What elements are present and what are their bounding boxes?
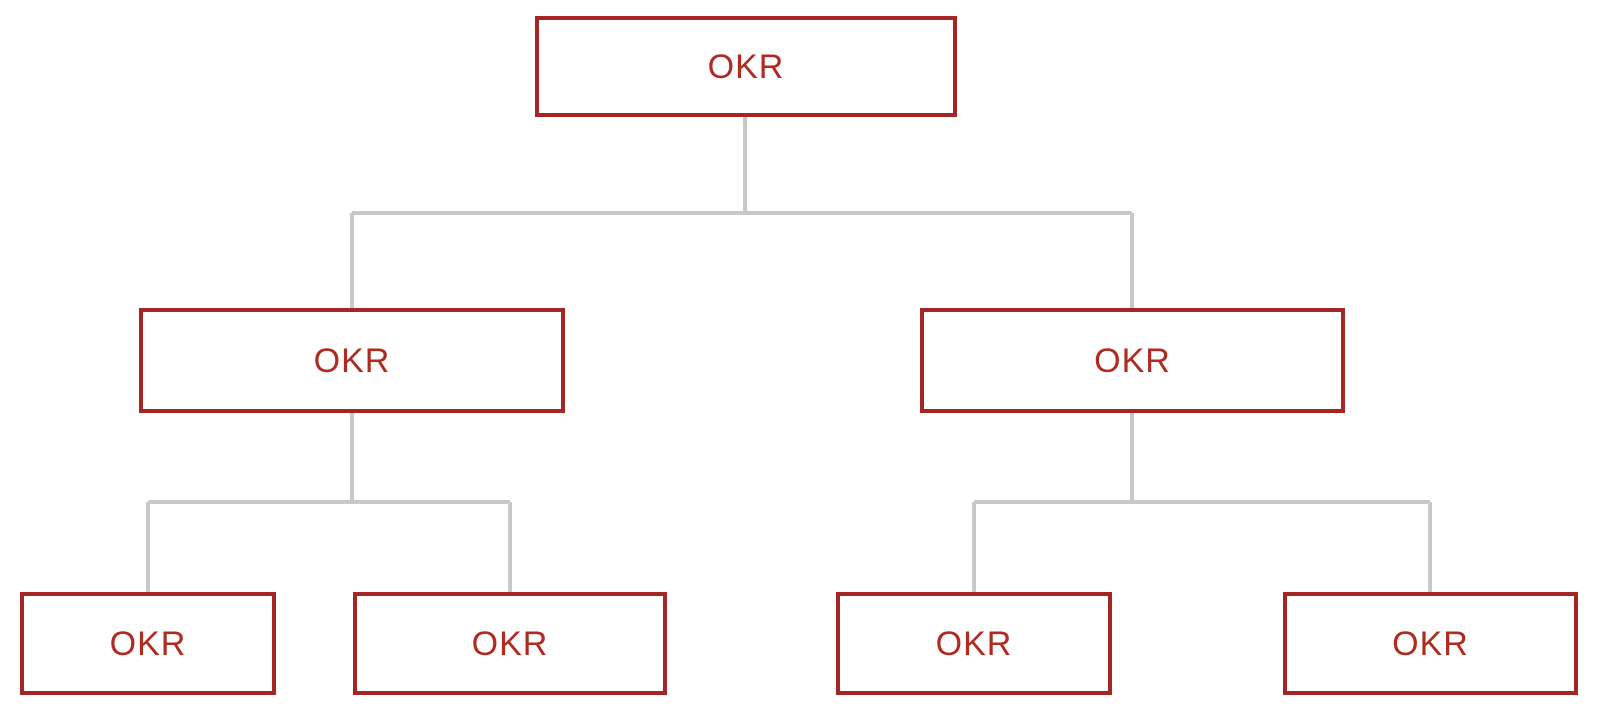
okr-node-branch-right-label: OKR	[1094, 341, 1171, 380]
okr-node-leaf-2-label: OKR	[471, 624, 549, 663]
okr-node-root: OKR	[535, 16, 957, 117]
okr-node-branch-left-label: OKR	[313, 341, 391, 380]
okr-node-leaf-1-label: OKR	[109, 624, 187, 663]
okr-node-leaf-4: OKR	[1283, 592, 1578, 695]
okr-node-leaf-1: OKR	[20, 592, 276, 695]
okr-node-leaf-2: OKR	[353, 592, 667, 695]
edge-root-to-branches	[350, 117, 1134, 308]
okr-node-leaf-3-label: OKR	[935, 624, 1013, 663]
okr-node-leaf-4-label: OKR	[1392, 624, 1469, 663]
okr-node-leaf-3: OKR	[836, 592, 1112, 695]
edge-branch-left-to-leaves	[146, 413, 512, 592]
okr-node-branch-left: OKR	[139, 308, 565, 413]
okr-node-root-label: OKR	[707, 47, 785, 86]
edge-branch-right-to-leaves	[972, 413, 1432, 592]
okr-node-branch-right: OKR	[920, 308, 1345, 413]
